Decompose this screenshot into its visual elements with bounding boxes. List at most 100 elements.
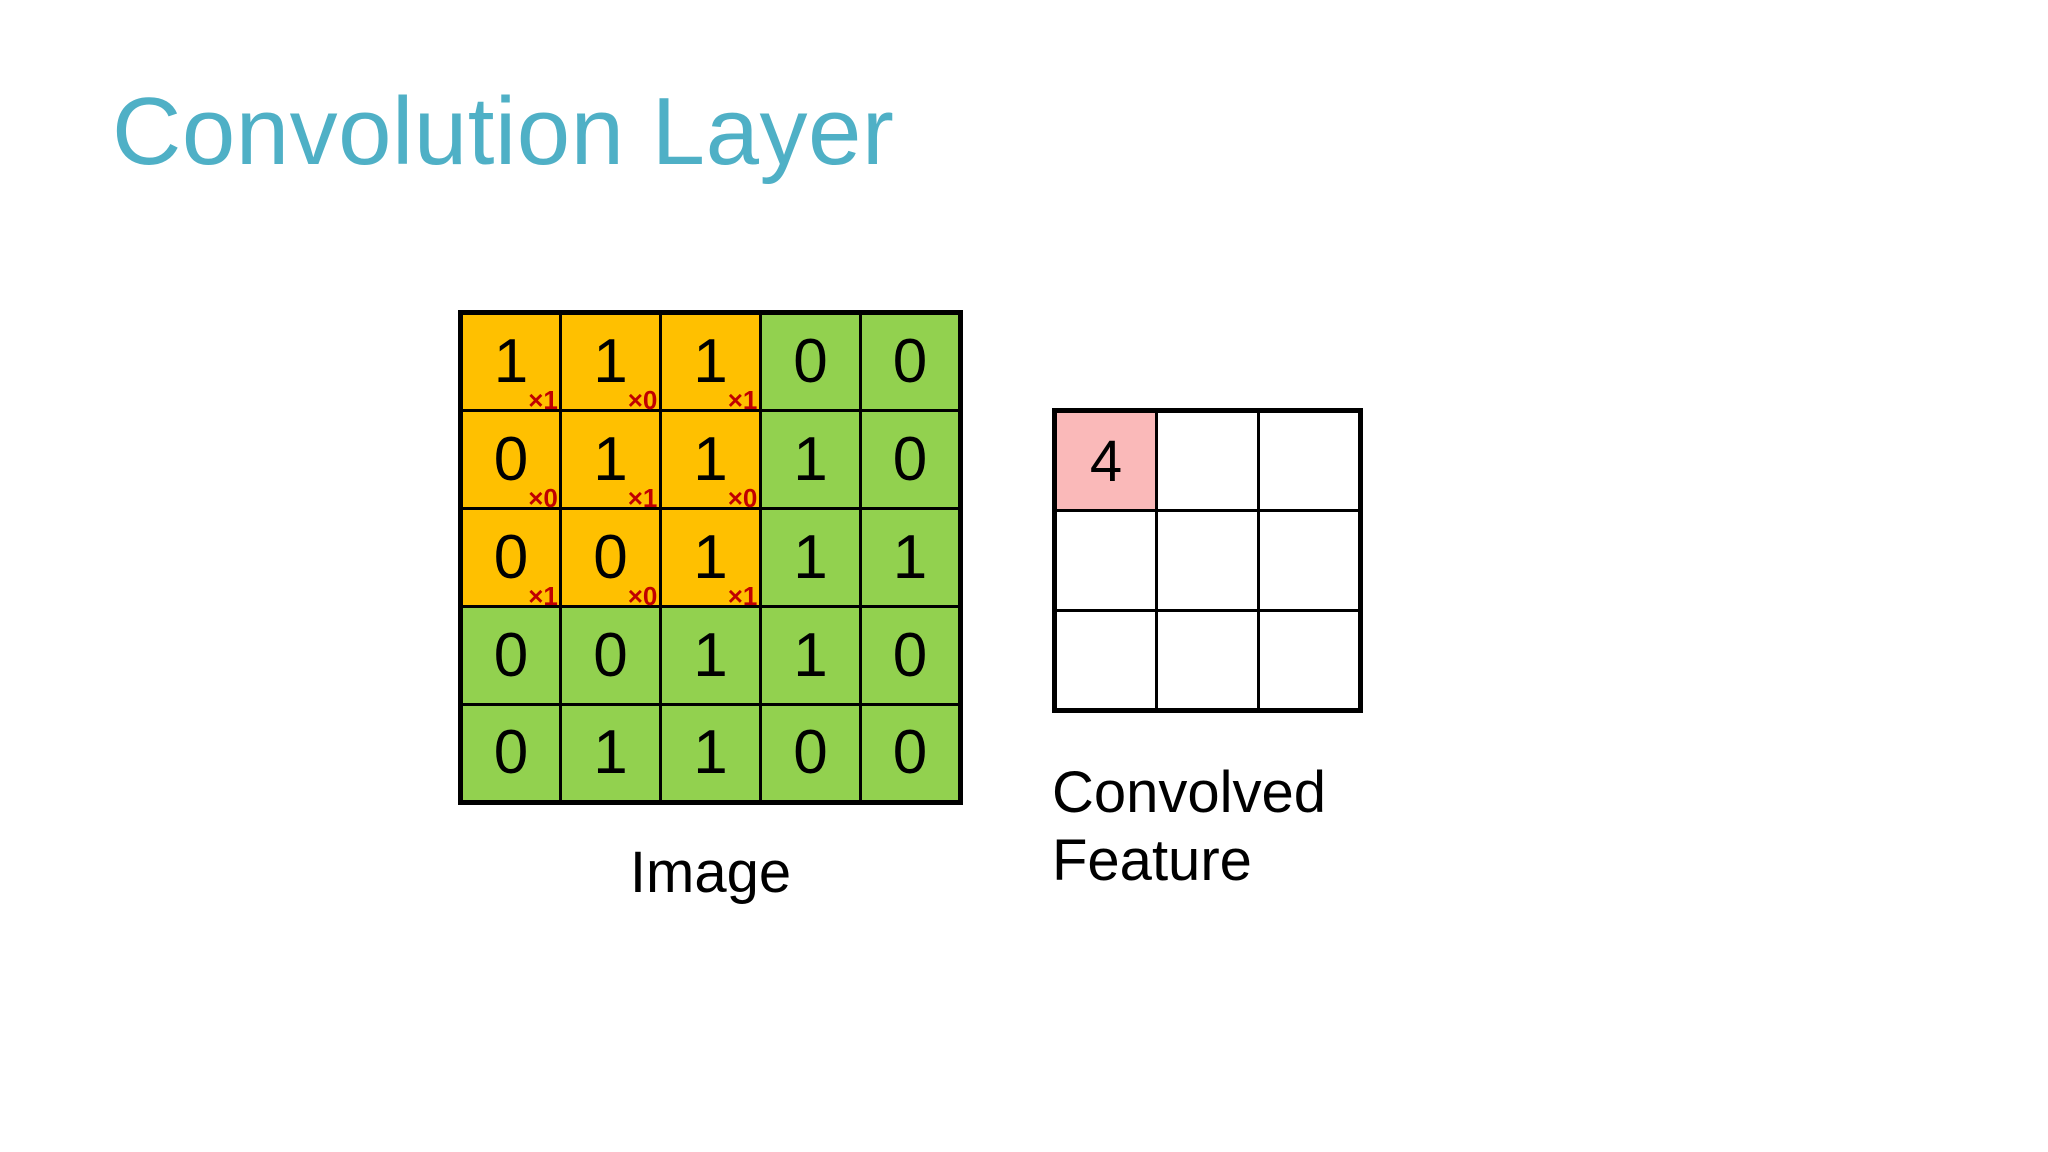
cell-content: 1×1 (693, 331, 757, 414)
cell-content: 0 (893, 331, 927, 393)
convolved-feature-row: 4 (1053, 409, 1362, 512)
cell-value: 0 (593, 620, 628, 690)
image-matrix-cell-r1-c2: 1×0 (559, 311, 662, 414)
image-matrix-cell-r1-c4: 0 (759, 311, 862, 412)
cell-value: 1 (793, 424, 828, 494)
convolved-feature-cell-r3-c3 (1257, 609, 1362, 712)
cell-value: 1 (693, 424, 728, 494)
cell-content: 0 (893, 428, 927, 491)
cell-value: 0 (892, 424, 928, 494)
cell-content: 0×0 (494, 428, 558, 511)
image-matrix-cell-r2-c2: 1×1 (559, 409, 662, 511)
cell-content: 0 (793, 722, 827, 784)
image-matrix-cell-r2-c3: 1×0 (659, 409, 762, 511)
convolved-feature-row (1053, 609, 1362, 712)
image-matrix-cell-r3-c4: 1 (759, 507, 862, 608)
image-matrix-row: 0 0 1 1 0 (459, 605, 962, 706)
cell-value: 1 (593, 327, 628, 396)
convolved-feature-cell-r1-c2 (1155, 409, 1260, 512)
cell-content: 1 (893, 526, 927, 589)
image-matrix-cell-r5-c1: 0 (459, 703, 562, 804)
cell-content: 0 (793, 331, 827, 393)
cell-value: 0 (493, 522, 529, 592)
cell-value: 1 (593, 424, 628, 494)
cell-content: 1 (693, 624, 727, 687)
cell-value: 1 (693, 718, 728, 787)
cell-value: 0 (493, 718, 529, 787)
convolved-feature-matrix-body: 4 (1053, 409, 1362, 712)
cell-content: 1×0 (693, 428, 757, 511)
cell-content: 0×0 (593, 526, 657, 609)
convolved-feature-cell-r3-c2 (1155, 609, 1260, 712)
image-matrix-cell-r3-c3: 1×1 (659, 507, 762, 609)
image-matrix-cell-r4-c4: 1 (759, 605, 862, 706)
convolved-feature-cell-r2-c3 (1257, 509, 1362, 612)
cell-content: 0×1 (494, 526, 558, 609)
cell-content: 1 (793, 526, 827, 589)
cell-value: 1 (793, 620, 828, 690)
image-matrix-cell-r4-c1: 0 (459, 605, 562, 706)
cell-value: 0 (892, 620, 928, 690)
kernel-weight-label: ×0 (528, 482, 558, 513)
convolved-feature-cell-r3-c1 (1053, 609, 1158, 712)
image-matrix-cell-r3-c1: 0×1 (459, 507, 562, 609)
cell-value: 1 (593, 718, 628, 787)
image-matrix-cell-r3-c2: 0×0 (559, 507, 662, 609)
cell-value: 0 (493, 620, 529, 690)
cell-content: 0 (593, 624, 627, 687)
convolved-feature-row (1053, 509, 1362, 612)
image-matrix-cell-r4-c3: 1 (659, 605, 762, 706)
cell-content: 0 (893, 624, 927, 687)
image-matrix-cell-r1-c5: 0 (859, 311, 962, 412)
cell-value: 1 (892, 522, 928, 592)
cell-content: 1 (593, 722, 627, 784)
cell-value: 0 (892, 718, 928, 787)
cell-value: 0 (892, 327, 928, 396)
kernel-weight-label: ×1 (727, 580, 758, 611)
cell-content: 0 (494, 722, 528, 784)
image-matrix-cell-r2-c1: 0×0 (459, 409, 562, 511)
page-title: Convolution Layer (112, 78, 895, 185)
kernel-weight-label: ×0 (727, 482, 758, 513)
kernel-weight-label: ×1 (727, 385, 758, 415)
image-matrix-cell-r1-c3: 1×1 (659, 311, 762, 414)
cell-value: 1 (693, 620, 728, 690)
kernel-weight-label: ×0 (627, 580, 658, 611)
cell-value: 1 (493, 327, 529, 396)
kernel-weight-label: ×1 (528, 385, 558, 415)
image-matrix-row: 0 1 1 0 0 (459, 703, 962, 804)
image-matrix-cell-r5-c3: 1 (659, 703, 762, 804)
image-matrix-cell-r2-c5: 0 (859, 409, 962, 510)
cell-content: 1×0 (593, 331, 657, 414)
convolved-feature-cell-r2-c1 (1053, 509, 1158, 612)
kernel-weight-label: ×0 (627, 385, 658, 415)
cell-content: 0 (893, 722, 927, 784)
image-matrix-cell-r4-c5: 0 (859, 605, 962, 706)
convolved-feature-cell-r1-c3 (1257, 409, 1362, 512)
cell-value: 0 (493, 424, 529, 494)
cell-content: 1×1 (693, 526, 757, 609)
cell-value: 1 (693, 522, 728, 592)
cell-content: 1 (793, 428, 827, 491)
image-matrix-cell-r5-c4: 0 (759, 703, 862, 804)
convolved-feature-matrix: 4 (1052, 408, 1363, 713)
cell-value: 0 (593, 522, 628, 592)
convolved-feature-cell-r1-c1: 4 (1053, 409, 1158, 512)
cell-content: 1 (793, 624, 827, 687)
convolved-feature-caption: Convolved Feature (1052, 760, 1327, 894)
cell-content: 1 (693, 722, 727, 784)
image-matrix-cell-r1-c1: 1×1 (459, 311, 562, 414)
cell-value: 0 (793, 718, 828, 787)
cell-value: 1 (793, 522, 828, 592)
convolved-feature-block: 4 Convolved Feature (1052, 408, 1363, 896)
convolved-feature-cell-r2-c2 (1155, 509, 1260, 612)
image-matrix-cell-r3-c5: 1 (859, 507, 962, 608)
cell-value: 1 (693, 327, 728, 396)
cell-content: 1×1 (494, 331, 558, 414)
